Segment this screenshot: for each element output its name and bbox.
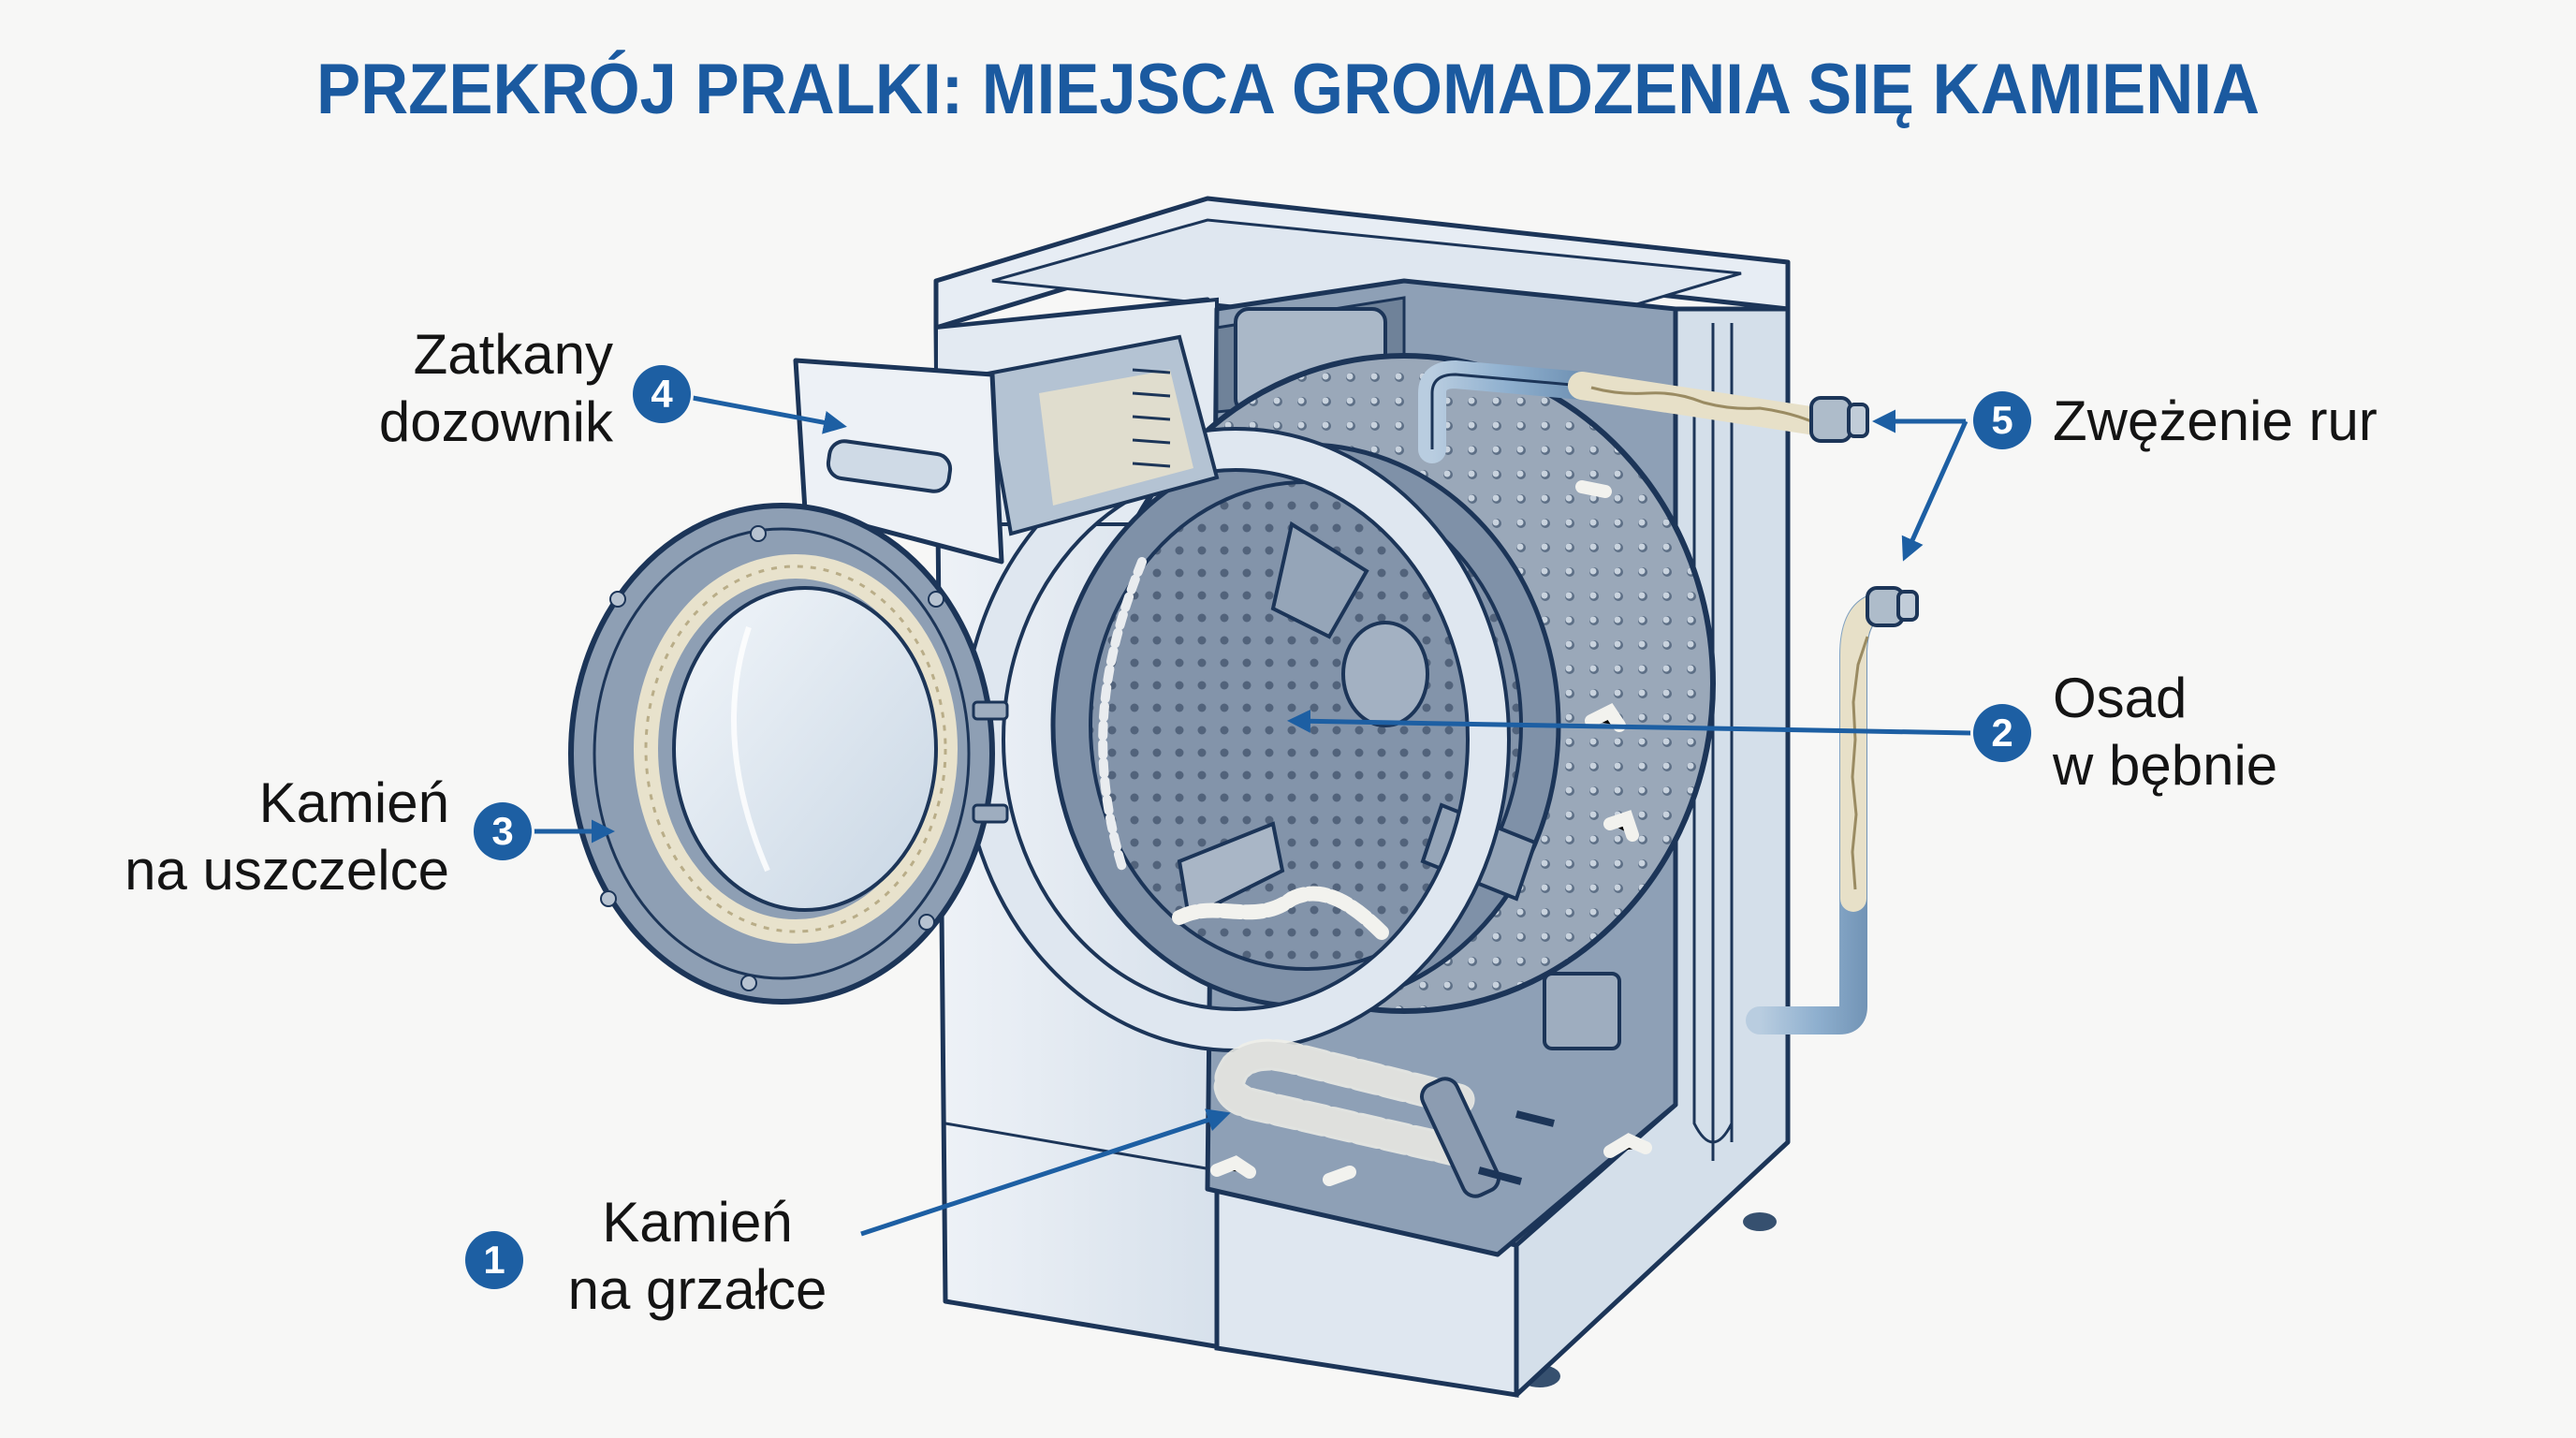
heating-element (1210, 972, 1652, 1198)
callout-label-2: Osad w bębnie (2053, 665, 2277, 800)
callout-badge-2: 2 (1973, 704, 2031, 762)
callout-label-4-line2: dozownik (378, 390, 613, 453)
callout-badge-4: 4 (633, 365, 691, 423)
detergent-dispenser (793, 334, 1220, 565)
diagram-title: PRZEKRÓJ PRALKI: MIEJSCA GROMADZENIA SIĘ… (315, 50, 2261, 129)
callout-label-5: Zwężenie rur (2053, 388, 2378, 455)
leader-line-4 (692, 395, 847, 434)
callout-label-3-line2: na uszczelce (124, 839, 449, 902)
leader-line-1 (860, 1108, 1231, 1237)
callout-label-2-line1: Osad (2053, 667, 2188, 729)
callout-badge-3: 3 (474, 802, 532, 860)
callout-label-1-line2: na grzałce (567, 1258, 827, 1321)
pipes (1418, 360, 1919, 1034)
callout-label-1-line1: Kamień (602, 1191, 793, 1254)
callout-label-4-line1: Zatkany (413, 323, 613, 386)
open-door (568, 503, 1009, 1005)
callout-label-4: Zatkany dozownik (309, 321, 613, 456)
callout-label-1: Kamień na grzałce (543, 1189, 852, 1324)
callout-label-3-line1: Kamień (258, 771, 449, 834)
callout-badge-1: 1 (465, 1231, 523, 1289)
leader-line-2 (1287, 709, 1972, 736)
callout-leader-lines (534, 395, 1972, 1237)
callout-label-2-line2: w bębnie (2053, 734, 2278, 797)
callout-badge-5: 5 (1973, 391, 2031, 449)
callout-label-5-line1: Zwężenie rur (2053, 389, 2378, 452)
callout-label-3: Kamień na uszczelce (56, 770, 449, 904)
control-scale (1132, 368, 1171, 468)
leader-line-5b (1901, 419, 1969, 562)
